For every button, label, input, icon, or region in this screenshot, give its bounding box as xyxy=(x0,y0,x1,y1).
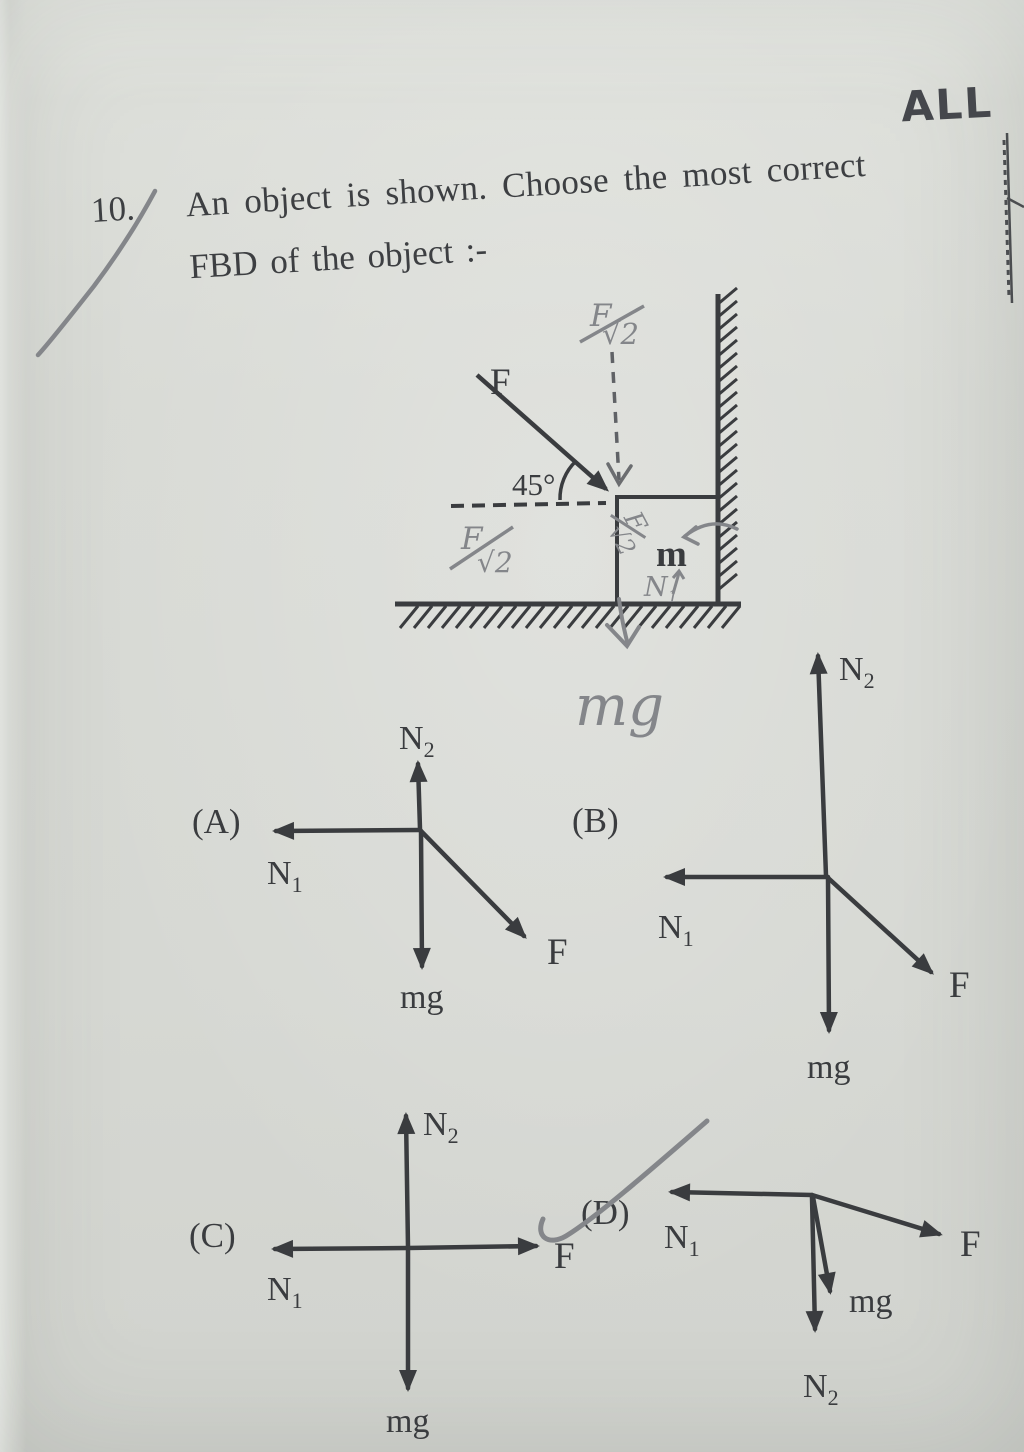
hw-box-component-fraction: F √2 xyxy=(602,506,652,560)
option-B-mg-label: mg xyxy=(807,1049,850,1086)
option-B-F-arrow xyxy=(823,873,934,975)
option-D-mg-label: mg xyxy=(849,1283,892,1320)
option-B-N2-label: N2 xyxy=(839,651,875,693)
handwritten-strike-option-D xyxy=(538,1118,710,1243)
option-C-N2-arrow xyxy=(397,1112,416,1250)
option-A-N2-label: N2 xyxy=(399,720,435,762)
option-B-N1-label: N1 xyxy=(658,909,694,951)
option-C-mg-label: mg xyxy=(386,1403,429,1440)
dashed-horizontal-reference xyxy=(450,501,607,508)
option-C-N1-label: N1 xyxy=(267,1271,303,1313)
option-B-mg-arrow xyxy=(819,874,838,1034)
mass-label: m xyxy=(656,534,687,575)
hw-box-fraction-bar xyxy=(610,514,647,539)
hw-weight-label: mg xyxy=(575,674,664,739)
option-C-F-arrow xyxy=(405,1237,540,1256)
hw-weight-arrowhead xyxy=(605,623,641,650)
option-C-label: (C) xyxy=(189,1216,236,1255)
option-D-F-label: F xyxy=(960,1224,981,1265)
option-C: (C) N2 N1 F mg xyxy=(189,1106,575,1440)
angle-label: 45° xyxy=(512,467,555,502)
option-B-N2-arrow xyxy=(809,652,829,879)
option-B-label: (B) xyxy=(572,801,619,840)
option-A-label: (A) xyxy=(192,802,241,841)
wall-hatching xyxy=(717,286,738,592)
applied-force-arrow xyxy=(475,373,609,492)
hw-horizontal-component-fraction: F √2 xyxy=(449,521,514,579)
page-edge-rule xyxy=(1002,132,1024,304)
option-A-N1-label: N1 xyxy=(267,855,303,897)
block-m xyxy=(615,495,720,606)
hw-vertical-arrowhead xyxy=(606,462,633,488)
option-D-N1-arrow xyxy=(668,1183,815,1202)
option-D-N2-arrow xyxy=(805,1194,824,1333)
hw-weight-arrow xyxy=(617,597,629,643)
option-A-N1-arrow xyxy=(272,821,423,840)
option-D-F-arrow xyxy=(809,1192,943,1238)
option-D-label: (D) xyxy=(581,1193,630,1232)
option-A-mg-arrow xyxy=(412,828,431,970)
hw-normal-label: N1 xyxy=(643,572,678,607)
option-D: (D) N1 F mg N2 xyxy=(538,1118,981,1410)
hw-curved-arrowhead xyxy=(680,525,700,546)
hw-normal-arrowhead xyxy=(671,568,686,580)
option-A-N2-arrow xyxy=(409,760,428,832)
option-A-F-label: F xyxy=(547,932,568,973)
hw-vertical-component-fraction: F √2 xyxy=(579,298,645,351)
handwritten-checkmark-q10 xyxy=(35,188,158,358)
option-B: (B) N2 N1 mg F xyxy=(572,651,970,1086)
hw-top-numerator: F xyxy=(589,298,613,334)
option-D-N1-label: N1 xyxy=(664,1219,700,1261)
option-A: (A) N2 N1 mg F xyxy=(192,720,568,1016)
option-A-F-arrow xyxy=(417,827,527,939)
angle-arc xyxy=(558,459,578,501)
option-D-mg-arrow xyxy=(810,1194,836,1295)
hw-left-denominator: √2 xyxy=(477,546,513,579)
main-figure: m F 45° F √2 F √2 xyxy=(395,286,742,739)
floor-hatching xyxy=(398,605,742,629)
hw-normal-arrow xyxy=(671,572,681,595)
option-C-N2-label: N2 xyxy=(423,1106,459,1148)
hw-top-fraction-bar xyxy=(579,304,645,344)
option-C-F-label: F xyxy=(554,1236,575,1277)
applied-force-label: F xyxy=(490,362,511,403)
option-A-mg-label: mg xyxy=(400,979,443,1016)
hw-vertical-component-arrow xyxy=(610,351,621,481)
option-D-N2-label: N2 xyxy=(803,1368,839,1410)
option-C-N1-arrow xyxy=(271,1239,411,1258)
option-B-F-label: F xyxy=(949,965,970,1006)
hw-left-fraction-bar xyxy=(449,525,514,571)
hw-top-denominator: √2 xyxy=(602,317,639,351)
